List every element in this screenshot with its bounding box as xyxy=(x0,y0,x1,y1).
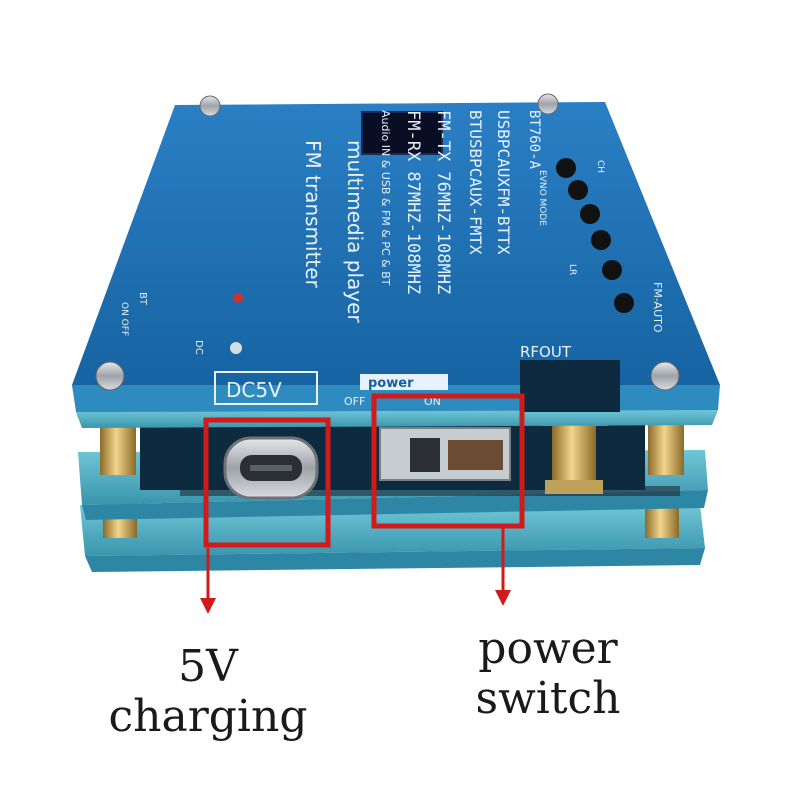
power-caption-line2: switch xyxy=(475,673,621,724)
power-caption-line1: power xyxy=(478,623,618,674)
charging-caption-line2: charging xyxy=(108,691,308,742)
model-label: BT760-A xyxy=(526,110,542,170)
power-arrow xyxy=(495,528,511,606)
fm-tx-line: FM-TX 76MHZ-108MHZ xyxy=(433,110,453,294)
onoff-label: ON OFF xyxy=(119,302,129,336)
dc5v-label: DC5V xyxy=(226,378,282,402)
dc-label: DC xyxy=(193,340,204,355)
dc-led xyxy=(230,342,242,354)
charging-arrow xyxy=(200,548,216,614)
buttons xyxy=(556,158,634,313)
fm-rx-line: FM-RX 87MHZ-108MHZ xyxy=(403,110,423,294)
fm-auto-label: FM-AUTO xyxy=(651,282,664,333)
bt-input-line: BTUSBPCAUX-FMTX xyxy=(466,110,485,255)
charging-highlight-box xyxy=(203,417,331,548)
power-caption: power switch xyxy=(448,624,648,724)
power-highlight-box xyxy=(371,393,525,529)
screws xyxy=(95,93,680,391)
multimedia-title: multimedia player xyxy=(343,140,367,323)
ch-label: CH xyxy=(595,160,605,173)
bt-led xyxy=(233,293,243,303)
usb-input-line: USBPCAUXFM-BTTX xyxy=(494,110,513,255)
silkscreen-text: BT760-A USBPCAUXFM-BTTX BTUSBPCAUX-FMTX … xyxy=(301,110,542,323)
rfout-label: RFOUT xyxy=(520,343,572,361)
oled-screen xyxy=(361,111,443,155)
mode-label: EVNO MODE xyxy=(537,170,547,226)
lr-label: LR xyxy=(567,264,577,275)
charging-caption-line1: 5V xyxy=(178,641,238,692)
bt-label: BT xyxy=(137,292,148,306)
off-label: OFF xyxy=(344,395,365,408)
charging-caption: 5V charging xyxy=(88,642,328,742)
power-label: power xyxy=(368,376,414,391)
audio-in-line: Audio IN & USB & FM & PC & BT xyxy=(379,110,392,286)
fm-title: FM transmitter xyxy=(301,140,325,289)
